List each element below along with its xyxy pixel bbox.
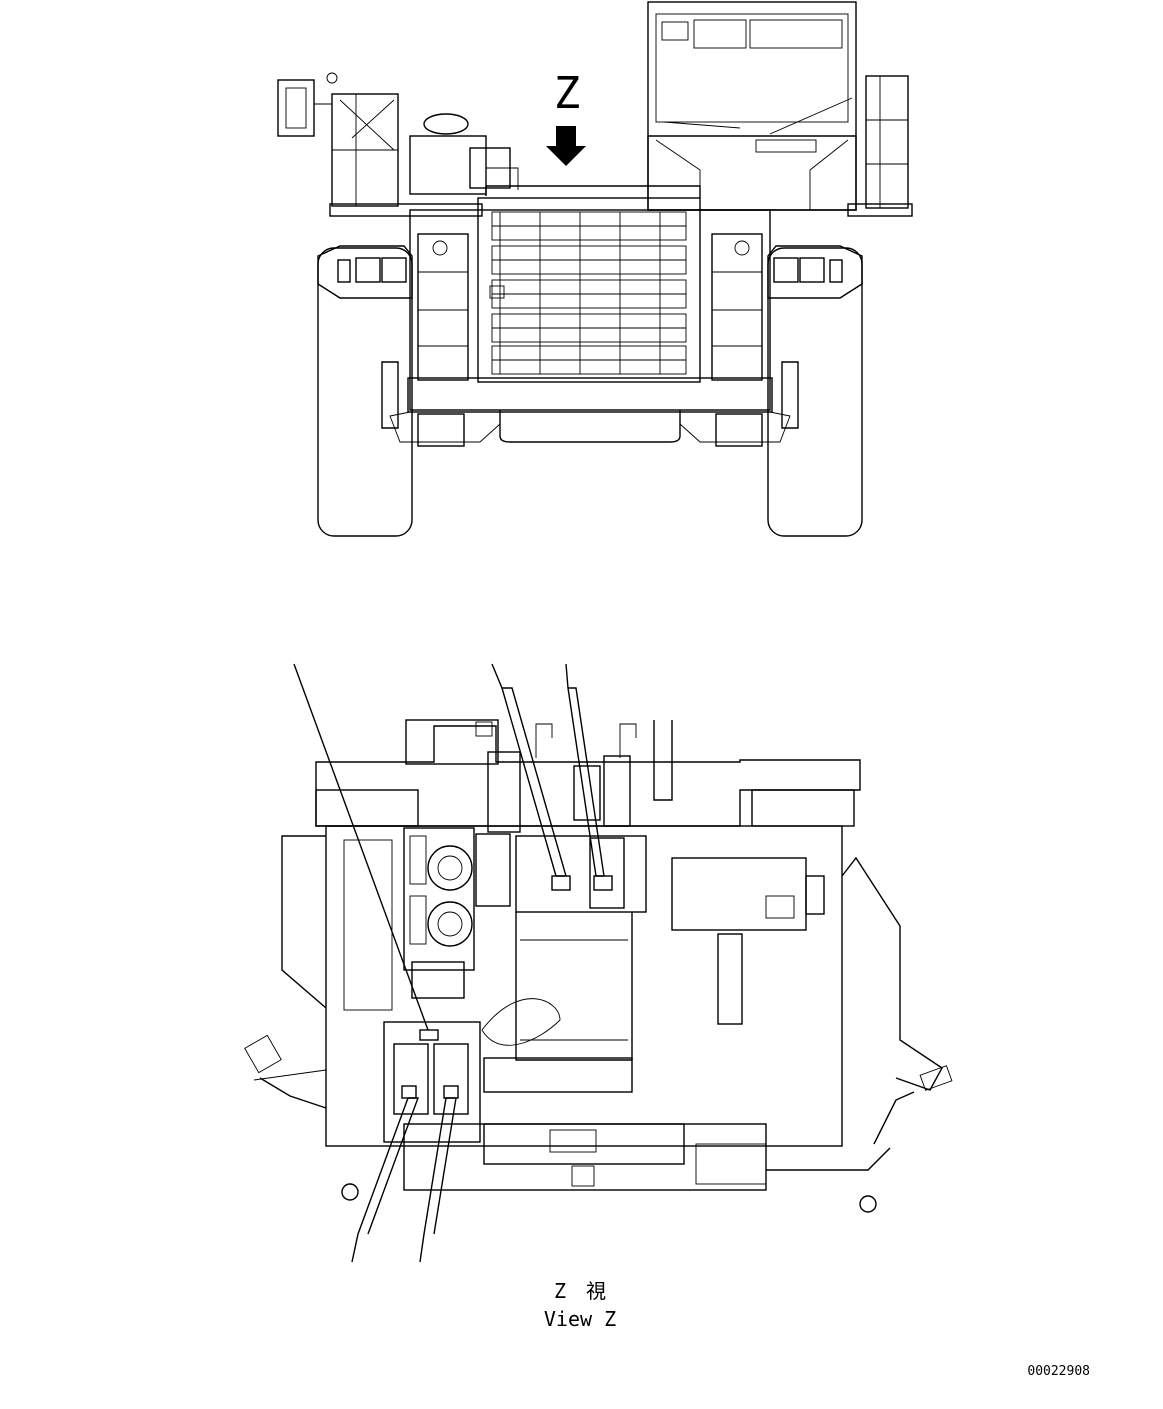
right-rail-brace — [873, 1091, 915, 1145]
leader-line-4 — [351, 1097, 420, 1263]
left-mirror — [244, 1034, 282, 1074]
leader-line-1 — [293, 663, 429, 1031]
exhaust-pipe — [653, 720, 673, 801]
main-deck — [325, 825, 843, 1147]
battery-box — [383, 1021, 481, 1143]
tank-gauge — [765, 895, 795, 919]
right-rear-rail — [766, 1147, 891, 1171]
right-ladder — [711, 233, 763, 381]
axle-arms — [389, 411, 791, 443]
leader-line-5 — [419, 1097, 457, 1263]
left-rail-brace — [253, 1069, 327, 1081]
right-rear-light — [695, 1143, 767, 1185]
upper-label-plate — [419, 1029, 439, 1041]
tow-hook — [571, 1165, 595, 1187]
leader-lines — [293, 663, 613, 1263]
view-marker-letter: Z — [554, 68, 581, 119]
switch-left — [401, 1085, 417, 1099]
left-tire — [317, 247, 413, 537]
switch-right — [443, 1085, 459, 1099]
right-step — [751, 789, 855, 827]
left-access-door — [343, 839, 393, 1011]
filter-canister — [717, 933, 743, 1025]
left-side-panel — [281, 835, 327, 1009]
view-caption-jp: Z 視 — [554, 1279, 606, 1303]
side-brackets — [381, 361, 799, 429]
drawing-number: 00022908 — [1027, 1364, 1090, 1379]
right-ring-handle — [859, 1195, 877, 1213]
center-frame — [515, 912, 633, 1061]
left-lower-mount — [417, 413, 465, 447]
rear-counterweight — [483, 1123, 685, 1165]
hose-loop — [481, 998, 561, 1046]
turbochargers — [403, 827, 475, 971]
filter-housing — [475, 833, 511, 907]
left-mirror — [277, 79, 315, 137]
tow-hook-plate — [549, 1129, 597, 1153]
left-rail — [259, 1077, 327, 1109]
axle-housing — [499, 410, 681, 443]
right-handrail — [847, 75, 913, 217]
junction-box — [411, 961, 465, 999]
left-headlamp — [337, 257, 407, 283]
radiator-grille — [477, 197, 701, 383]
label-tag-2 — [551, 875, 571, 891]
right-fender — [767, 245, 863, 299]
right-headlamp — [773, 257, 843, 283]
engine-block-right — [589, 837, 625, 909]
operator-cab — [647, 1, 857, 211]
down-arrow-icon — [546, 126, 586, 166]
view-caption-en: View Z — [544, 1307, 616, 1331]
rear-hood-center — [483, 1057, 633, 1093]
main-frame — [409, 209, 771, 411]
upper-frame — [315, 725, 861, 827]
front-view-machine: Z — [277, 1, 913, 537]
left-handrail — [277, 72, 483, 217]
left-ladder — [417, 233, 469, 381]
pipe-bracket-left — [487, 751, 521, 833]
upper-left-box — [405, 719, 499, 765]
right-tire — [767, 247, 863, 537]
air-cleaner — [409, 113, 519, 195]
hydraulic-tank — [671, 857, 807, 931]
label-tag-3 — [593, 875, 613, 891]
center-frame-cross — [520, 939, 628, 1041]
left-ring-handle — [341, 1183, 359, 1201]
right-handrail — [841, 856, 943, 1091]
left-fender — [317, 245, 413, 299]
view-z-machine — [244, 663, 953, 1263]
engine-block — [515, 835, 647, 913]
view-direction-marker: Z — [546, 68, 586, 166]
right-lower-mount — [715, 413, 763, 447]
small-bracket — [475, 721, 493, 737]
leader-line-3 — [565, 663, 605, 877]
leader-line-2 — [491, 663, 567, 877]
pipe-bracket-right — [603, 755, 631, 827]
right-mirror — [919, 1065, 953, 1091]
front-bumper — [407, 377, 773, 413]
left-step — [315, 789, 419, 827]
rear-bumper — [403, 1123, 767, 1191]
tank-cap — [805, 875, 825, 915]
cab-mounts — [535, 723, 637, 758]
